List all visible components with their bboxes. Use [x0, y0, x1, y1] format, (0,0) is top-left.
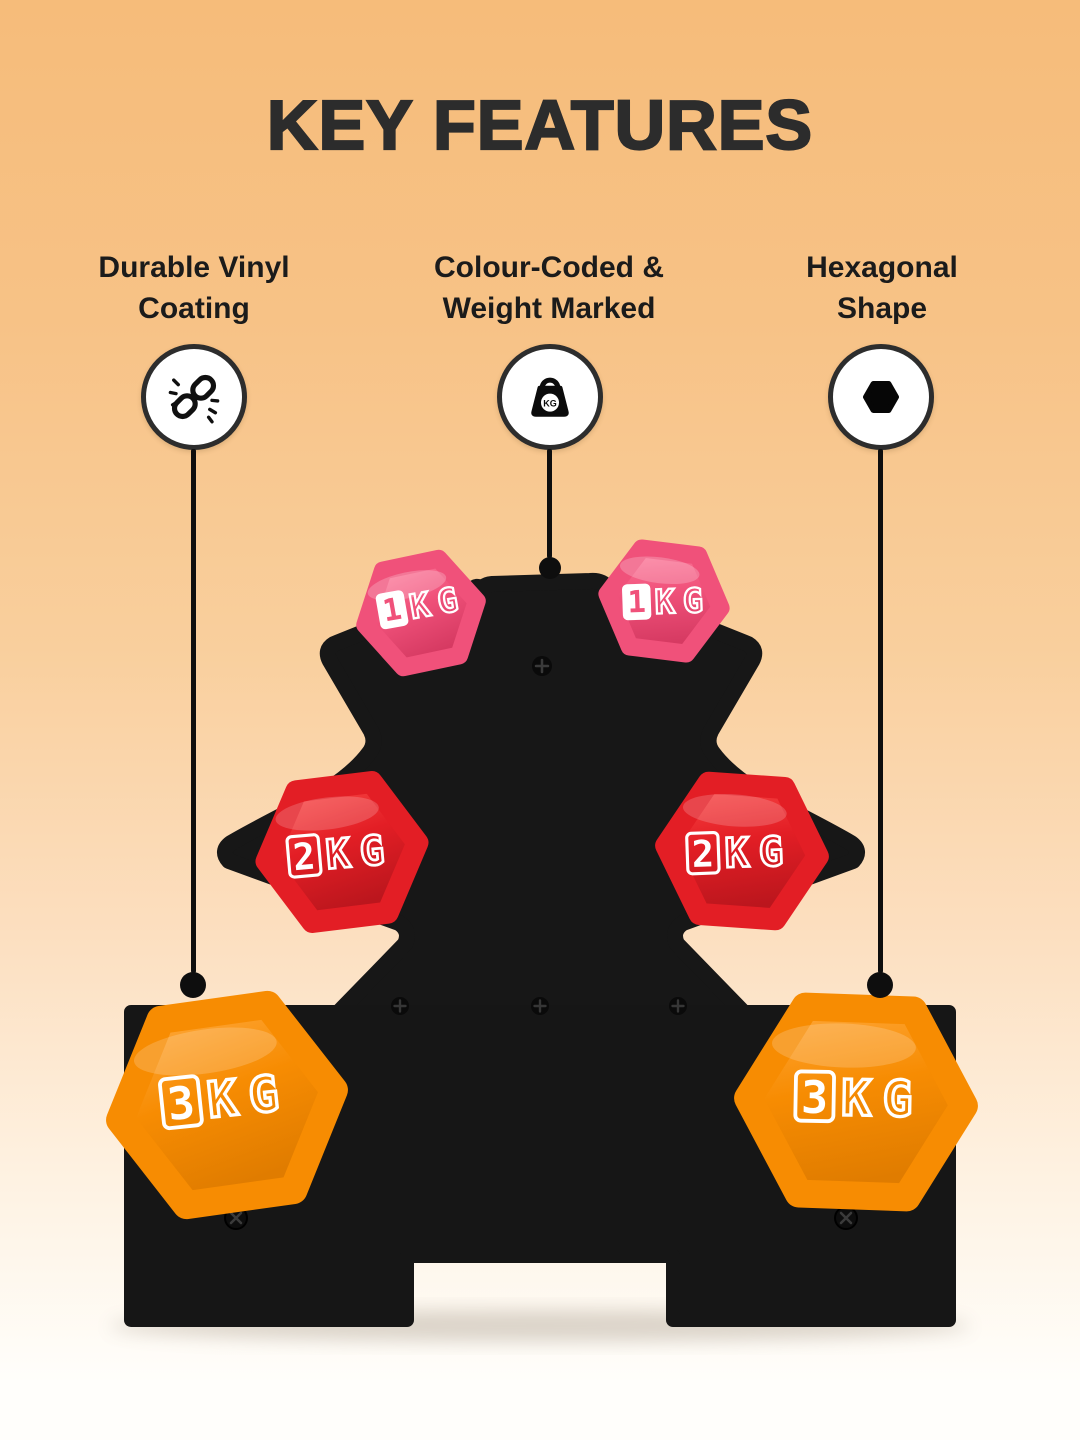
- feature-icon-circle-right: [828, 344, 934, 450]
- svg-text:K: K: [841, 1069, 872, 1128]
- feature-label-durable-vinyl: Durable Vinyl Coating: [14, 248, 374, 329]
- dumbbell-3kg-right: [734, 992, 978, 1212]
- svg-text:3: 3: [165, 1076, 197, 1132]
- svg-text:G: G: [882, 1070, 913, 1129]
- dumbbell-1kg-right: [598, 539, 730, 663]
- svg-text:G: G: [246, 1064, 282, 1125]
- connector-dot-right: [867, 972, 893, 998]
- broken-chain-link-icon: [168, 374, 220, 424]
- feature-line: Shape: [836, 291, 928, 325]
- svg-text:G: G: [758, 827, 784, 876]
- connector-line-right: [878, 449, 883, 973]
- svg-text:1: 1: [627, 585, 647, 621]
- svg-text:2: 2: [291, 834, 317, 879]
- feature-icon-circle-mid: KG: [497, 344, 603, 450]
- svg-text:G: G: [682, 581, 703, 621]
- svg-text:3: 3: [801, 1071, 829, 1124]
- dumbbell-1kg-left: [356, 549, 486, 677]
- weight-label-3kg-right: 3 K G: [793, 1067, 915, 1130]
- feature-line: Hexagonal: [806, 251, 958, 284]
- phillips-screws: [391, 656, 687, 1015]
- feature-label-hexagonal: Hexagonal Shape: [702, 248, 1062, 329]
- kg-badge-label: KG: [543, 398, 557, 408]
- connector-dot-mid: [539, 557, 561, 579]
- connector-line-mid: [547, 449, 552, 558]
- svg-text:G: G: [358, 826, 386, 876]
- svg-text:K: K: [324, 829, 353, 879]
- feature-icon-circle-left: [141, 344, 247, 450]
- hexagon-icon: [863, 381, 899, 413]
- page-title: KEY FEATURES: [266, 86, 814, 164]
- feature-line: Colour-Coded &: [434, 251, 664, 284]
- feature-label-colour-coded: Colour-Coded & Weight Marked: [369, 248, 729, 329]
- dumbbell-2kg-right: [655, 771, 829, 931]
- feature-line: Durable Vinyl: [98, 251, 290, 284]
- x-screws: [224, 1206, 858, 1230]
- weight-label-1kg-left: 1 K G: [375, 579, 462, 629]
- weight-label-1kg-right: 1 K G: [621, 580, 705, 623]
- svg-text:K: K: [724, 828, 751, 877]
- connector-line-left: [191, 449, 196, 973]
- weight-label-2kg-right: 2 K G: [685, 826, 785, 879]
- weight-label-2kg-left: 2 K G: [285, 825, 388, 880]
- svg-text:2: 2: [691, 832, 715, 876]
- weight-kg-icon: KG: [531, 377, 569, 417]
- dumbbell-3kg-left: [106, 990, 348, 1220]
- feature-line: Coating: [138, 291, 250, 325]
- connector-dot-left: [180, 972, 206, 998]
- dumbbell-2kg-left: [255, 771, 429, 933]
- feature-line: Weight Marked: [442, 291, 656, 325]
- svg-text:K: K: [654, 582, 675, 622]
- svg-text:K: K: [204, 1069, 240, 1130]
